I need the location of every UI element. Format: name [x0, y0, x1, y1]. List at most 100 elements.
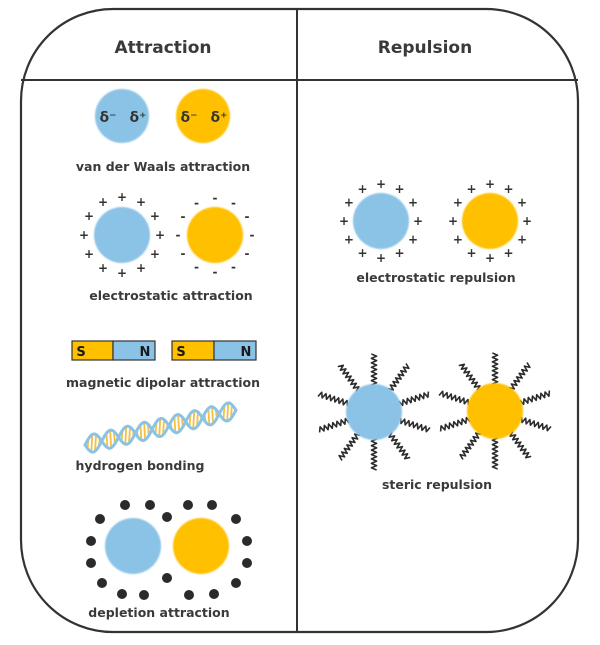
magnet-1-south-pole: S — [76, 345, 85, 360]
er-yellow-particle — [462, 193, 518, 249]
depletant-particle — [120, 500, 130, 510]
dna-base-pair — [173, 416, 177, 433]
polymer-chain — [491, 437, 499, 470]
positive-charge: + — [84, 209, 94, 223]
dna-backbone-strand — [83, 401, 238, 450]
dna-base-pair — [162, 418, 165, 435]
polymer-chain — [519, 390, 551, 406]
polymer-chain — [370, 438, 378, 471]
polymer-chain — [318, 417, 350, 433]
ea-blue-particle — [94, 207, 150, 263]
vdw-blue-delta-plus: δ⁺ — [129, 110, 146, 126]
dna-base-pair — [207, 408, 211, 425]
polymer-chain — [491, 352, 499, 385]
negative-charge: - — [194, 260, 199, 274]
positive-charge: + — [155, 228, 165, 242]
positive-charge: + — [136, 195, 146, 209]
depletant-particle — [162, 512, 172, 522]
dna-base-pair — [124, 427, 128, 445]
positive-charge: + — [117, 190, 127, 204]
vdw-blue-delta-minus: δ⁻ — [99, 110, 116, 126]
polymer-chain — [337, 364, 360, 393]
dna-base-pair — [90, 435, 94, 452]
magnet-1-north-pole: N — [140, 345, 151, 360]
polymer-chain — [508, 362, 531, 390]
polymer-chain — [509, 430, 532, 459]
dna-base-pair — [158, 418, 162, 437]
magnet-2: S N — [171, 340, 257, 361]
positive-charge: + — [503, 182, 513, 196]
positive-charge: + — [517, 196, 527, 210]
depletant-particle — [231, 578, 241, 588]
steric-repulsion-label: steric repulsion — [382, 477, 492, 492]
er-blue-charges: ++++++++++++ — [339, 177, 423, 265]
polymer-chain — [438, 390, 470, 406]
dna-base-pair — [226, 403, 230, 422]
magnet-1: S N — [71, 340, 156, 361]
dna-base-pair — [177, 414, 181, 433]
dna-base-pair — [139, 424, 143, 440]
depletant-particle — [242, 536, 252, 546]
dna-backbone-strand — [83, 405, 238, 454]
steric-blue-particle — [346, 384, 402, 440]
depletant-particle — [183, 500, 193, 510]
positive-charge: + — [485, 177, 495, 191]
polymer-chain — [388, 431, 411, 460]
vdw-figure: δ⁻ δ⁺ δ⁻ δ⁺ — [95, 89, 230, 143]
dna-base-pair — [192, 410, 196, 429]
depletant-particle — [117, 589, 127, 599]
depletant-particle — [139, 590, 149, 600]
positive-charge: + — [150, 209, 160, 223]
positive-charge: + — [453, 196, 463, 210]
positive-charge: + — [485, 251, 495, 265]
depletant-particle — [86, 558, 96, 568]
steric-blue-polymer-chains — [317, 353, 431, 471]
polymer-chain — [520, 416, 552, 432]
depletion-label: depletion attraction — [88, 605, 229, 620]
depletant-particle — [231, 514, 241, 524]
positive-charge: + — [466, 246, 476, 260]
vdw-blue-particle — [95, 89, 149, 143]
positive-charge: + — [117, 266, 127, 280]
negative-charge: - — [245, 210, 250, 224]
depletant-particle — [162, 573, 172, 583]
vdw-yellow-particle — [176, 89, 230, 143]
negative-charge: - — [250, 228, 255, 242]
positive-charge: + — [376, 251, 386, 265]
er-yellow-charges: ++++++++++++ — [448, 177, 532, 265]
positive-charge: + — [79, 228, 89, 242]
magnet-2-south-pole: S — [176, 345, 185, 360]
electrostatic-repulsion-label: electrostatic repulsion — [356, 270, 515, 285]
electrostatic-attraction-figure: ++++++++++++ ------------ — [79, 190, 255, 280]
dna-base-pair — [109, 430, 113, 449]
dna-base-pair — [94, 434, 97, 452]
depletion-yellow-particle — [173, 518, 229, 574]
depletant-particles — [86, 500, 252, 600]
positive-charge: + — [150, 247, 160, 261]
depletant-particle — [97, 578, 107, 588]
positive-charge: + — [413, 214, 423, 228]
polymer-chain — [458, 363, 481, 392]
polymer-chain — [439, 416, 471, 432]
positive-charge: + — [98, 261, 108, 275]
steric-repulsion-figure — [317, 352, 552, 471]
depletion-blue-particle — [105, 518, 161, 574]
electrostatic-repulsion-figure: ++++++++++++ ++++++++++++ — [339, 177, 532, 265]
negative-charge: - — [231, 260, 236, 274]
negative-charge: - — [180, 247, 185, 261]
polymer-chain — [387, 363, 410, 391]
dna-base-pair — [211, 406, 214, 425]
positive-charge: + — [394, 246, 404, 260]
negative-charge: - — [213, 265, 218, 279]
positive-charge: + — [522, 214, 532, 228]
ea-blue-charges: ++++++++++++ — [79, 190, 165, 280]
repulsion-header: Repulsion — [378, 38, 472, 58]
polymer-chain — [459, 432, 482, 460]
positive-charge: + — [394, 182, 404, 196]
dna-base-pair — [222, 406, 226, 420]
depletant-particle — [209, 589, 219, 599]
positive-charge: + — [344, 196, 354, 210]
polymer-chain — [399, 417, 431, 433]
steric-yellow-particle — [467, 383, 523, 439]
